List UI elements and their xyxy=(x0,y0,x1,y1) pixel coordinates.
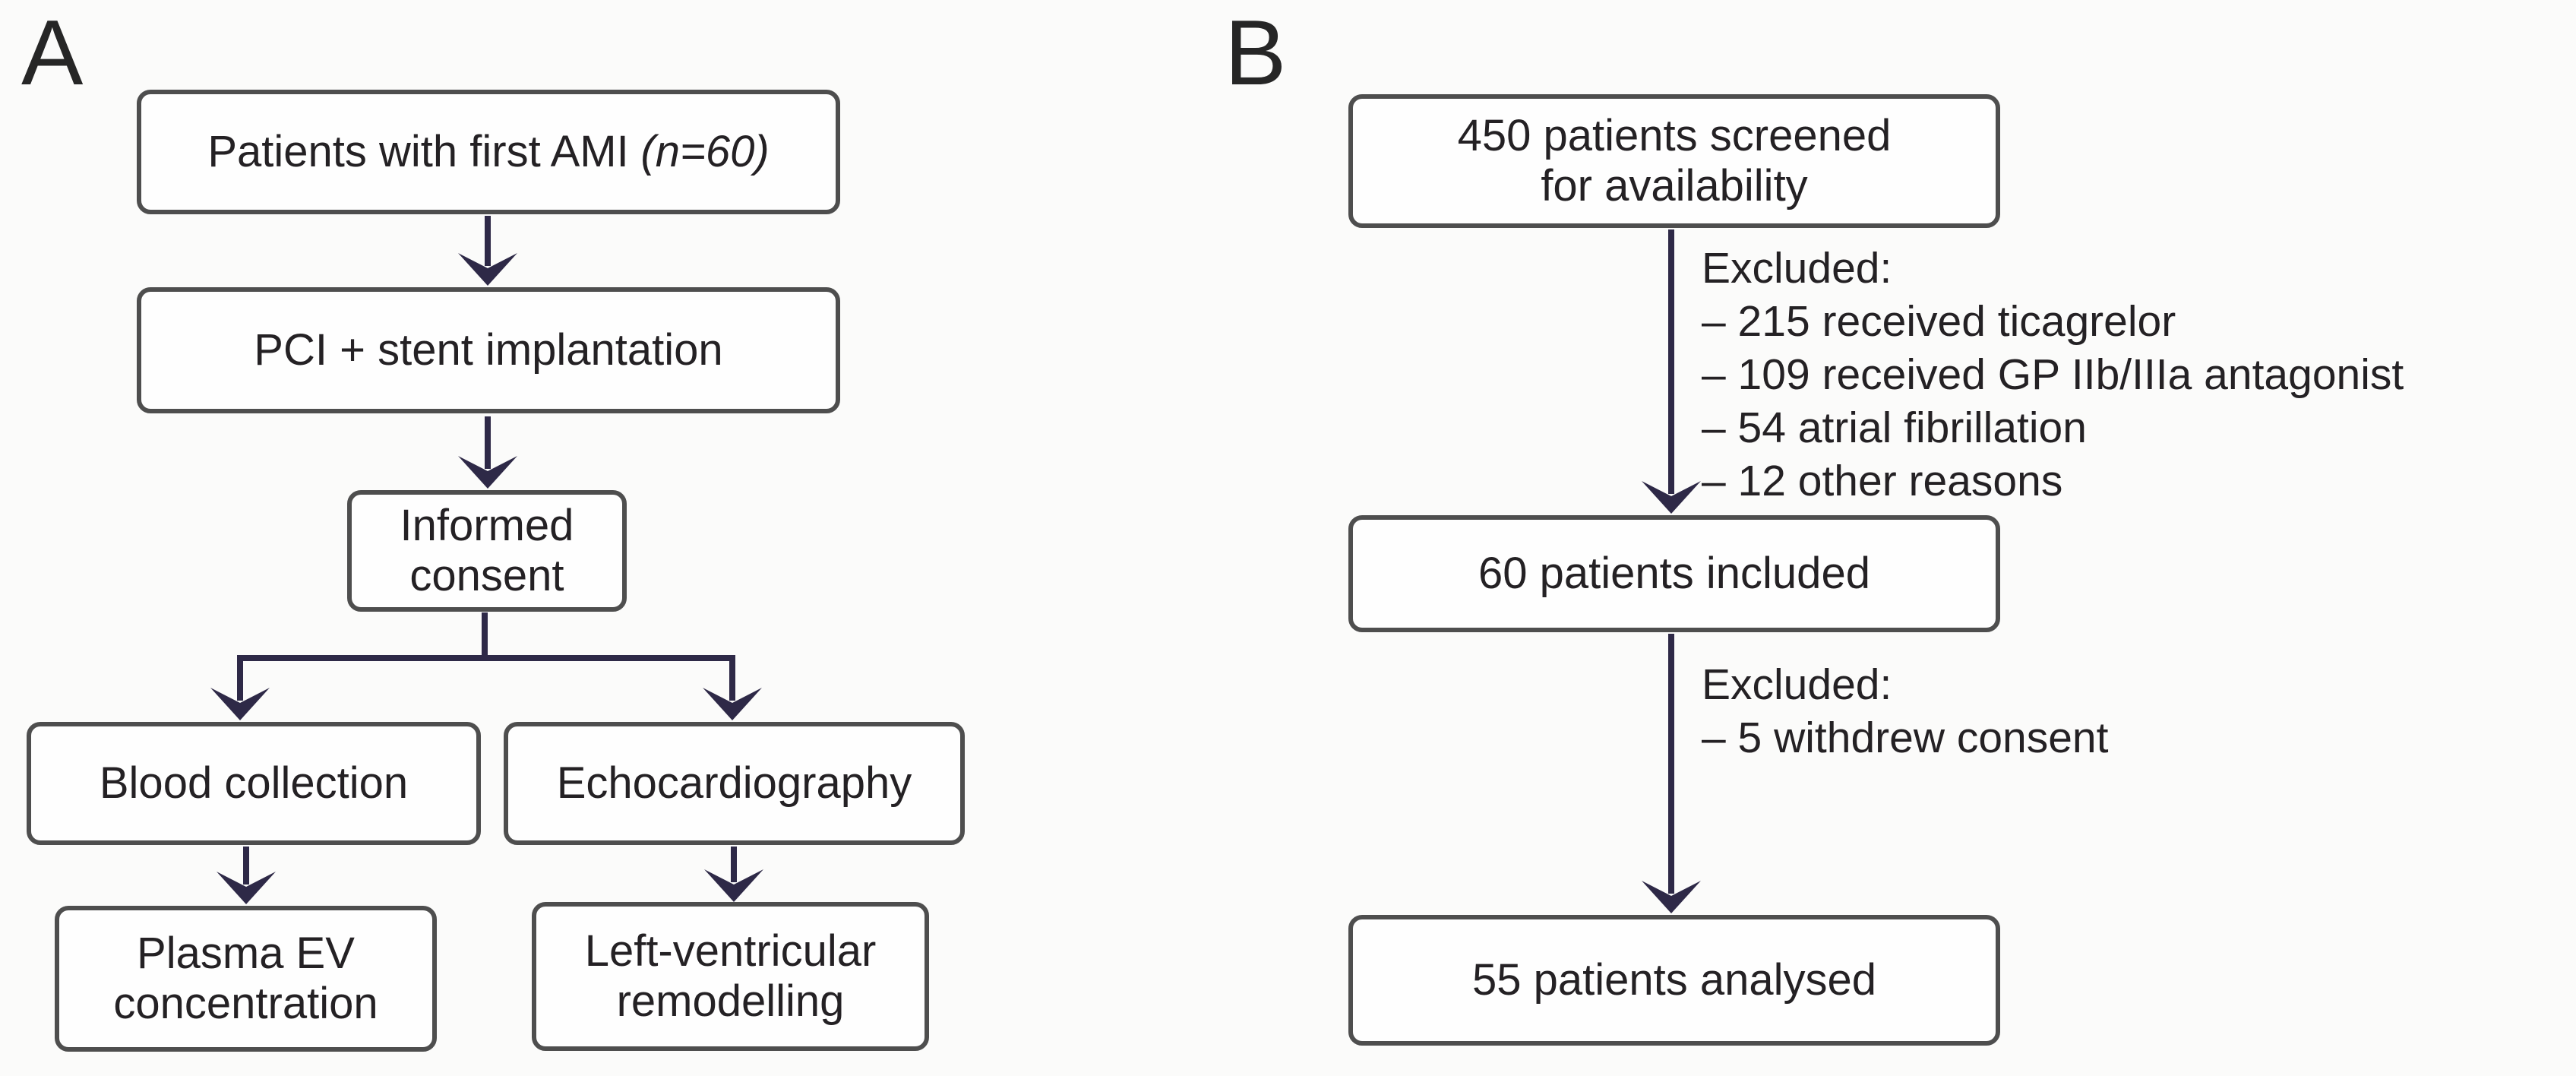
box-echocardiography: Echocardiography xyxy=(504,722,965,845)
box-pci-stent-implantation: PCI + stent implantation xyxy=(137,287,840,413)
exclusion-list-2-title: Excluded: xyxy=(1702,660,1892,709)
arrow-ami-to-pci xyxy=(458,216,517,286)
arrow-screened-to-included xyxy=(1642,229,1701,514)
box-plasma-ev-concentration: Plasma EV concentration xyxy=(55,906,437,1052)
n-equals-60-annotation: (n=60) xyxy=(640,126,770,176)
exclusion-item: – 215 received ticagrelor xyxy=(1702,297,2176,346)
exclusion-item: – 109 received GP IIb/IIIa antagonist xyxy=(1702,350,2404,399)
connector-consent-split xyxy=(210,612,762,720)
arrow-echo-to-remodel xyxy=(704,847,763,902)
box-450-patients-screened: 450 patients screened for availability xyxy=(1348,94,2000,228)
exclusion-item: – 12 other reasons xyxy=(1702,457,2063,505)
exclusion-list-1: Excluded: – 215 received ticagrelor – 10… xyxy=(1702,242,2404,508)
exclusion-item: – 54 atrial fibrillation xyxy=(1702,404,2087,452)
exclusion-list-1-title: Excluded: xyxy=(1702,244,1892,293)
box-55-patients-analysed: 55 patients analysed xyxy=(1348,915,2000,1046)
arrow-included-to-analysed xyxy=(1642,634,1701,913)
exclusion-item: – 5 withdrew consent xyxy=(1702,714,2109,762)
exclusion-list-2: Excluded: – 5 withdrew consent xyxy=(1702,658,2108,764)
box-patients-first-ami-text: Patients with first AMI xyxy=(207,126,629,176)
panel-a-label: A xyxy=(21,1,84,104)
arrow-blood-to-plasma xyxy=(217,847,276,904)
box-60-patients-included: 60 patients included xyxy=(1348,515,2000,632)
box-patients-first-ami: Patients with first AMI(n=60) xyxy=(137,90,840,214)
box-blood-collection: Blood collection xyxy=(27,722,481,845)
box-informed-consent: Informed consent xyxy=(347,490,627,612)
panel-b-label: B xyxy=(1225,1,1287,104)
arrow-pci-to-consent xyxy=(458,416,517,489)
box-left-ventricular-remodelling: Left-ventricular remodelling xyxy=(532,902,929,1051)
